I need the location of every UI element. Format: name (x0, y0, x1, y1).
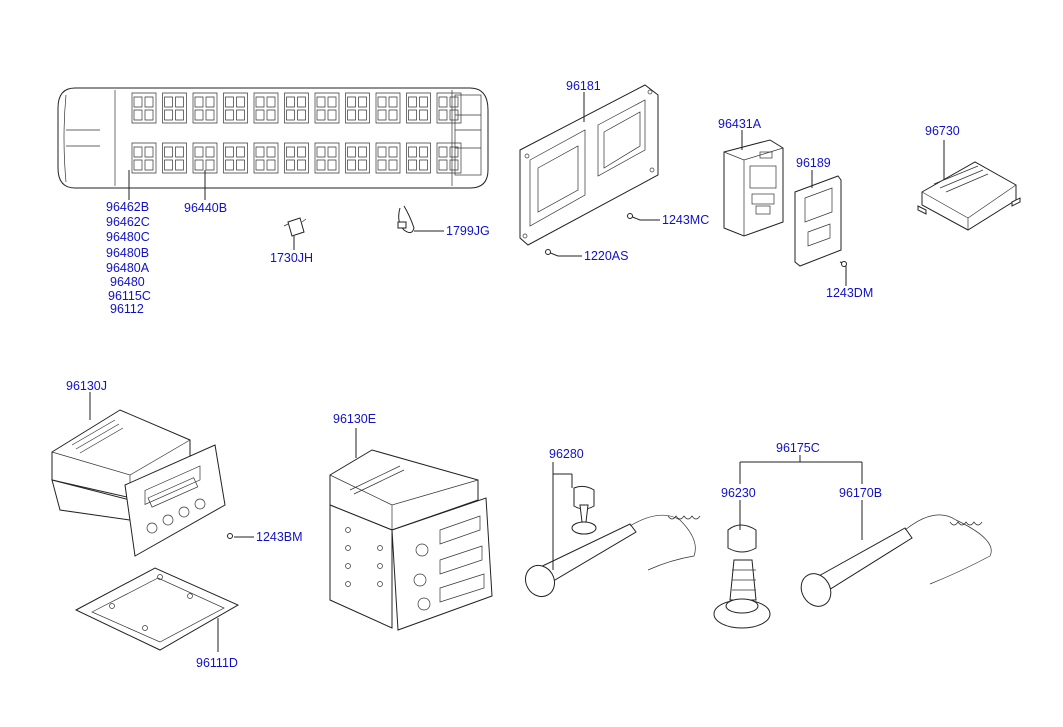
bus-seat-layout-drawing (57, 87, 489, 200)
wire-1799jg-drawing (397, 205, 444, 234)
bus-seat (131, 142, 157, 174)
part-label-96112[interactable]: 96112 (110, 302, 144, 316)
bus-seat (253, 92, 279, 124)
bus-seat (436, 92, 462, 124)
bus-seat (284, 92, 309, 124)
pa-unit-96130j-drawing (51, 392, 254, 557)
bus-seat (314, 142, 340, 174)
bus-seat (253, 142, 279, 174)
part-label-1243BM[interactable]: 1243BM (256, 530, 303, 544)
part-label-96440B[interactable]: 96440B (184, 201, 228, 215)
microphone-96170b-drawing (800, 462, 992, 607)
part-label-96480[interactable]: 96480 (110, 275, 145, 289)
bus-seat (406, 92, 431, 124)
cover-96189-drawing (794, 170, 847, 286)
part-label-96480C[interactable]: 96480C (106, 230, 150, 244)
part-label-96170B[interactable]: 96170B (839, 486, 883, 500)
bus-seat (436, 142, 462, 174)
bus-seat (345, 92, 370, 124)
hand-microphone-96280-drawing (524, 462, 701, 598)
bus-seat (162, 142, 187, 174)
part-label-96462C[interactable]: 96462C (106, 215, 150, 229)
part-label-1243MC[interactable]: 1243MC (662, 213, 710, 227)
part-label-1220AS[interactable]: 1220AS (584, 249, 629, 263)
part-label-96175C[interactable]: 96175C (776, 441, 820, 455)
part-label-96181[interactable]: 96181 (566, 79, 601, 93)
bus-seat (162, 92, 187, 124)
part-label-1730JH[interactable]: 1730JH (270, 251, 314, 265)
bus-seat (375, 142, 401, 174)
part-label-96115C[interactable]: 96115C (108, 289, 151, 303)
part-label-96130J[interactable]: 96130J (66, 379, 108, 393)
part-label-96462B[interactable]: 96462B (106, 200, 150, 214)
amplifier-96730-drawing (917, 140, 1021, 231)
bus-seat (284, 142, 309, 174)
bus-seat (192, 92, 218, 124)
bus-seat (223, 142, 248, 174)
part-label-96189[interactable]: 96189 (796, 156, 831, 170)
part-label-96480B[interactable]: 96480B (106, 246, 150, 260)
bus-seat (314, 92, 340, 124)
part-label-96111D[interactable]: 96111D (196, 656, 238, 670)
clip-1730jh-drawing (283, 217, 307, 250)
part-label-96280[interactable]: 96280 (549, 447, 584, 461)
bus-seat (375, 92, 401, 124)
group-96175c-bracket (740, 455, 862, 463)
part-label-96130E[interactable]: 96130E (333, 412, 377, 426)
bus-seat (406, 142, 431, 174)
part-label-96480A[interactable]: 96480A (106, 261, 150, 275)
mic-stand-96230-drawing (713, 462, 771, 629)
part-label-1243DM[interactable]: 1243DM (826, 286, 874, 300)
bracket-plate-96181-drawing (519, 84, 660, 257)
bus-seat (192, 142, 218, 174)
part-label-96730[interactable]: 96730 (925, 124, 960, 138)
part-label-96230[interactable]: 96230 (721, 486, 756, 500)
mount-plate-96111d-drawing (74, 567, 240, 652)
part-label-1799JG[interactable]: 1799JG (446, 224, 490, 238)
bus-seat (131, 92, 157, 124)
monitor-96431a-drawing (723, 130, 784, 237)
bus-seat (345, 142, 370, 174)
part-label-96431A[interactable]: 96431A (718, 117, 762, 131)
bus-seat (223, 92, 248, 124)
pa-controller-96130e-drawing (329, 428, 493, 631)
